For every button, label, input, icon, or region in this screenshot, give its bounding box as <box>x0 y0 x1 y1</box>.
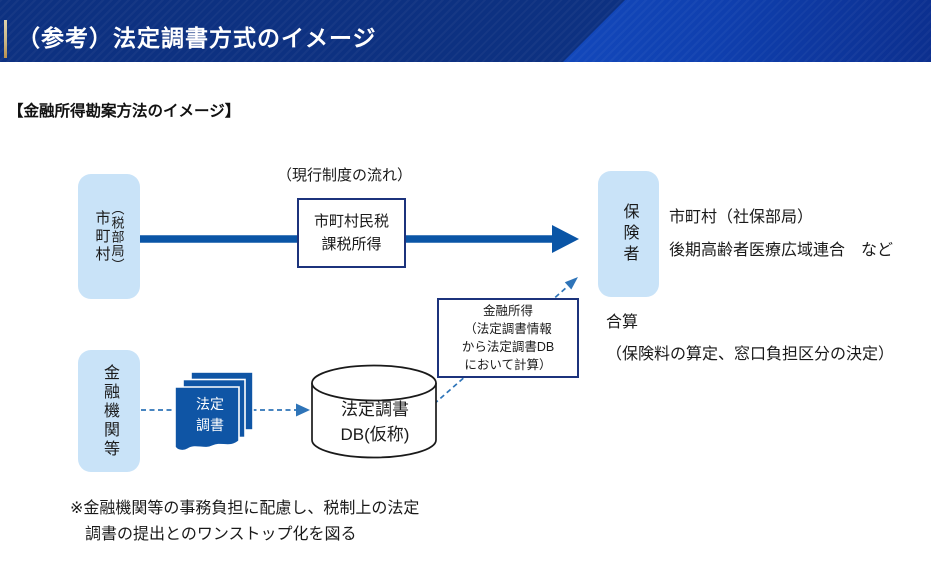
municipality-tax-box-label: 市町村 <box>93 209 111 264</box>
aggregation-line1: 合算 <box>606 314 639 331</box>
aggregation-text: 合算 （保険料の算定、窓口負担区分の決定） <box>606 308 894 372</box>
report-doc-label: 法定 調書 <box>180 394 240 436</box>
report-doc-line1: 法定 <box>196 396 224 412</box>
insurer-box: 保険者 <box>598 171 659 297</box>
db-cylinder-line2: DB(仮称) <box>340 425 410 444</box>
financial-income-line2: （法定調書情報 <box>464 321 552 336</box>
header-stripe-texture <box>0 0 931 62</box>
insurer-detail-line2: 後期高齢者医療広域連合 など <box>669 242 894 259</box>
tax-income-line1: 市町村民税 <box>313 212 389 230</box>
municipality-tax-box: 市町村 （税部局） <box>78 174 140 299</box>
db-cylinder-label: 法定調書 DB(仮称) <box>314 397 436 447</box>
tax-income-line2: 課税所得 <box>321 236 382 253</box>
document-stack-icon <box>174 371 254 452</box>
financial-institution-box: 金融機関等 <box>78 350 140 472</box>
footnote: ※金融機関等の事務負担に配慮し、税制上の法定 調書の提出とのワンストップ化を図る <box>70 496 419 548</box>
current-flow-label: （現行制度の流れ） <box>277 167 413 184</box>
financial-income-box: 金融所得 （法定調書情報 から法定調書DB において計算） <box>437 298 579 378</box>
page-title: （参考）法定調書方式のイメージ <box>17 25 377 51</box>
financial-income-line3: から法定調書DB <box>461 340 555 354</box>
municipality-tax-box-sublabel: （税部局） <box>109 201 125 272</box>
insurer-detail-line1: 市町村（社保部局） <box>669 209 814 226</box>
section-title: 【金融所得勘案方法のイメージ】 <box>8 103 241 120</box>
insurer-detail-text: 市町村（社保部局） 後期高齢者医療広域連合 など <box>669 203 893 269</box>
report-doc-line2: 調書 <box>196 417 224 433</box>
financial-income-line4: において計算） <box>464 358 552 373</box>
db-cylinder-line1: 法定調書 <box>341 400 409 419</box>
insurer-box-label: 保険者 <box>620 202 638 266</box>
tax-income-box: 市町村民税 課税所得 <box>297 198 406 268</box>
database-cylinder <box>311 364 437 459</box>
footnote-line1: ※金融機関等の事務負担に配慮し、税制上の法定 <box>70 500 420 517</box>
financial-institution-box-label: 金融機関等 <box>101 363 118 459</box>
financial-income-line1: 金融所得 <box>482 303 533 318</box>
aggregation-line2: （保険料の算定、窓口負担区分の決定） <box>606 346 895 363</box>
header-diagonal-band <box>563 0 931 62</box>
header-accent-line <box>4 20 7 58</box>
footnote-line2: 調書の提出とのワンストップ化を図る <box>85 526 357 543</box>
header-bar: （参考）法定調書方式のイメージ <box>0 0 931 62</box>
